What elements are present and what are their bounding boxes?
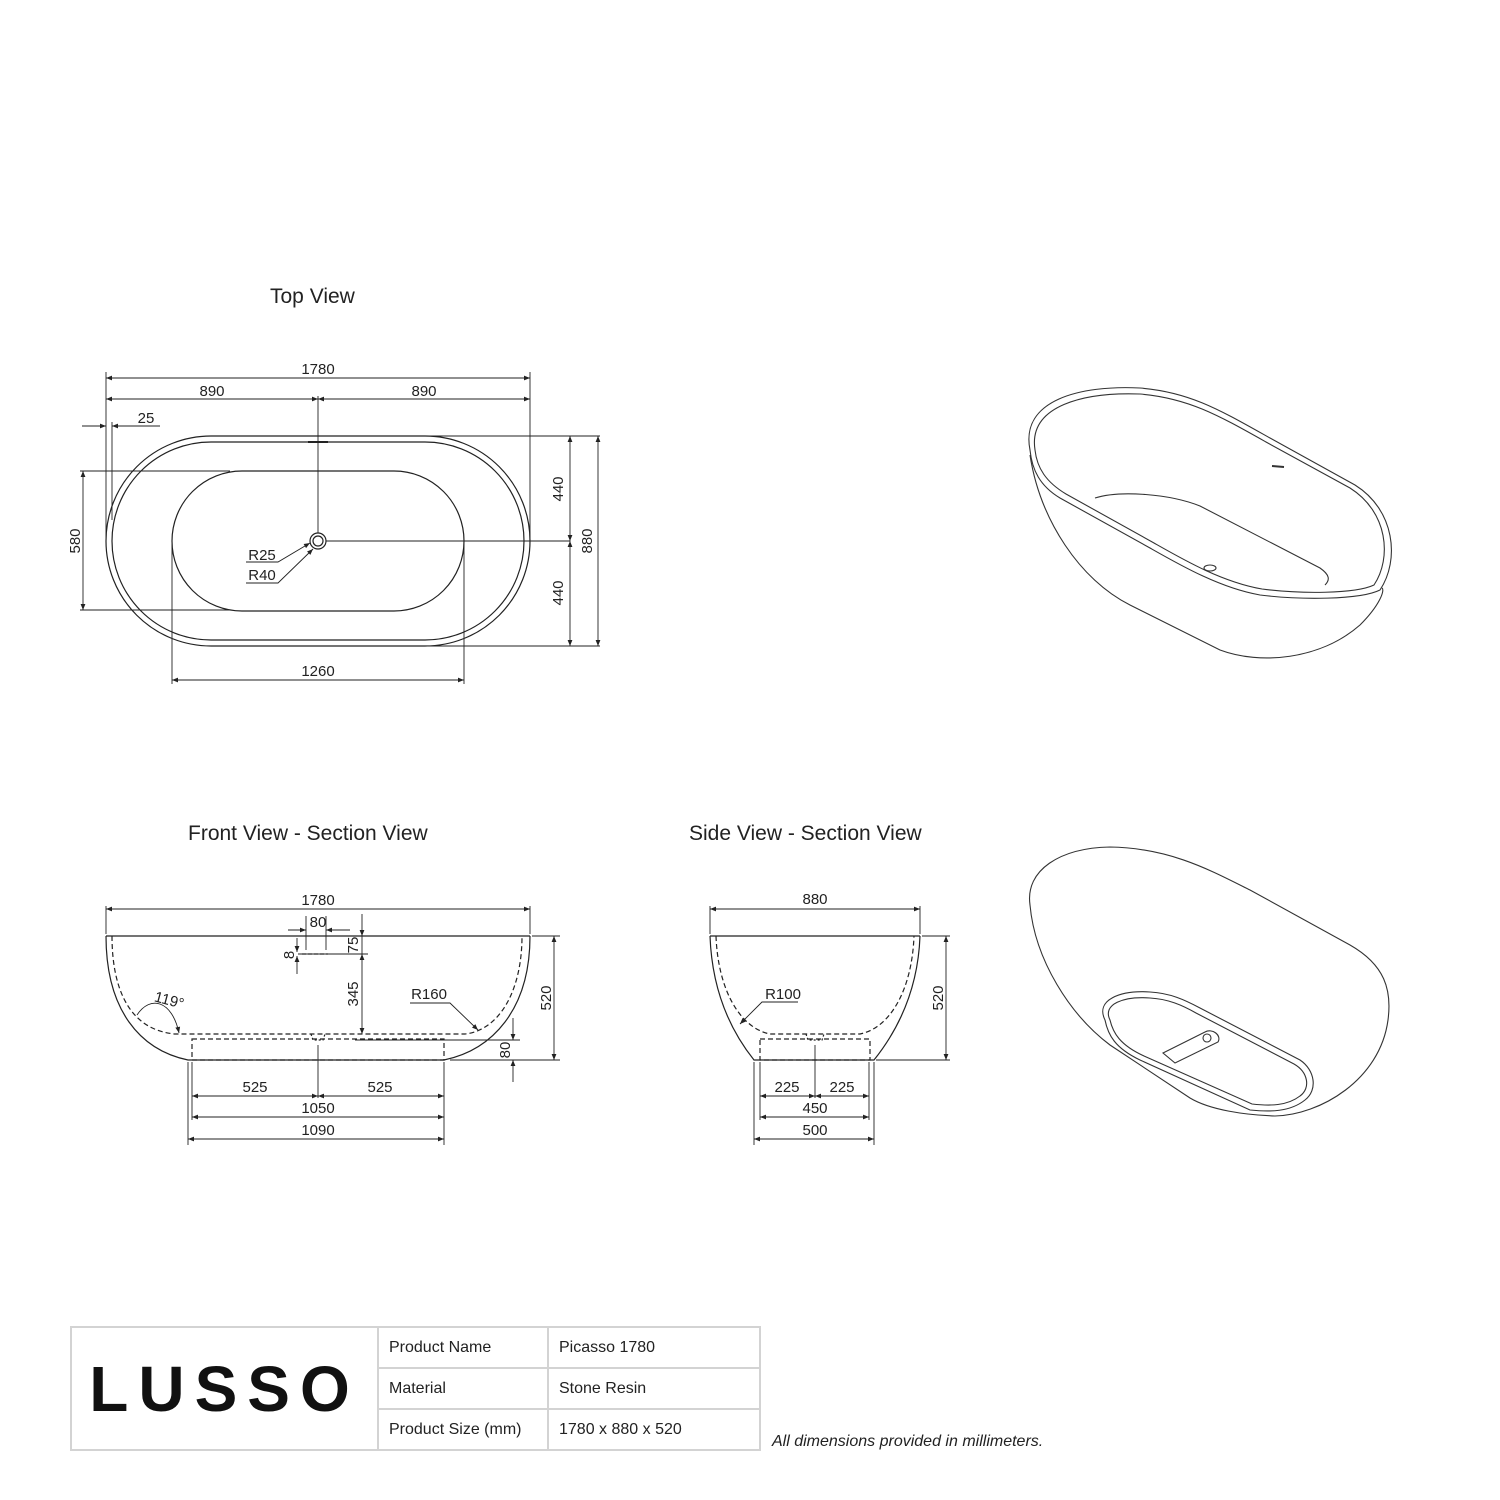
svg-text:450: 450 <box>802 1100 827 1117</box>
svg-text:225: 225 <box>829 1079 854 1096</box>
front-view <box>105 906 560 1145</box>
side-view-dimensions: 880 R100 520 225 225 450 500 <box>765 891 947 1139</box>
svg-text:500: 500 <box>802 1122 827 1139</box>
svg-text:525: 525 <box>242 1079 267 1096</box>
svg-text:R40: R40 <box>248 567 276 584</box>
spec-value: Picasso 1780 <box>547 1326 761 1369</box>
svg-text:R160: R160 <box>411 986 447 1003</box>
svg-text:R100: R100 <box>765 986 801 1003</box>
table-row: LUSSO Product Name Picasso 1780 <box>70 1326 761 1451</box>
isometric-bottom-view <box>1029 846 1390 1117</box>
side-view <box>709 906 950 1145</box>
top-view <box>80 372 601 684</box>
svg-text:440: 440 <box>550 580 567 605</box>
svg-text:1090: 1090 <box>301 1122 334 1139</box>
spec-value: 1780 x 880 x 520 <box>547 1408 761 1451</box>
brand-logo: LUSSO <box>70 1326 379 1451</box>
spec-table: LUSSO Product Name Picasso 1780 Material… <box>70 1326 761 1451</box>
svg-text:1780: 1780 <box>301 892 334 909</box>
svg-text:75: 75 <box>345 937 362 954</box>
front-view-title: Front View - Section View <box>188 822 428 845</box>
svg-text:80: 80 <box>497 1042 514 1059</box>
top-view-title: Top View <box>270 285 355 308</box>
svg-text:520: 520 <box>538 985 555 1010</box>
table-row: Material Stone Resin <box>71 1367 761 1410</box>
svg-text:8: 8 <box>281 951 298 959</box>
top-view-dimensions: 1780 890 890 25 580 440 440 880 R25 R40 … <box>67 361 596 680</box>
spec-value: Stone Resin <box>547 1367 761 1410</box>
svg-text:880: 880 <box>579 528 596 553</box>
svg-text:119°: 119° <box>153 989 186 1013</box>
dimensions-note: All dimensions provided in millimeters. <box>772 1433 1044 1450</box>
svg-text:345: 345 <box>345 981 362 1006</box>
svg-text:525: 525 <box>367 1079 392 1096</box>
isometric-top-view <box>1028 387 1392 659</box>
svg-text:880: 880 <box>802 891 827 908</box>
table-row: Product Size (mm) 1780 x 880 x 520 <box>71 1408 761 1451</box>
spec-label: Product Size (mm) <box>377 1408 549 1451</box>
svg-text:1050: 1050 <box>301 1100 334 1117</box>
svg-text:890: 890 <box>411 383 436 400</box>
side-view-title: Side View - Section View <box>689 822 922 845</box>
front-view-dimensions: 1780 80 8 75 345 119° R160 520 80 525 52… <box>153 892 555 1139</box>
svg-text:440: 440 <box>550 476 567 501</box>
svg-text:580: 580 <box>67 528 84 553</box>
svg-text:1260: 1260 <box>301 663 334 680</box>
svg-text:R25: R25 <box>248 547 276 564</box>
svg-text:1780: 1780 <box>301 361 334 378</box>
spec-label: Product Name <box>377 1326 549 1369</box>
svg-text:225: 225 <box>774 1079 799 1096</box>
spec-label: Material <box>377 1367 549 1410</box>
svg-text:890: 890 <box>199 383 224 400</box>
svg-text:80: 80 <box>310 914 327 931</box>
svg-text:25: 25 <box>138 410 155 427</box>
svg-text:520: 520 <box>930 985 947 1010</box>
